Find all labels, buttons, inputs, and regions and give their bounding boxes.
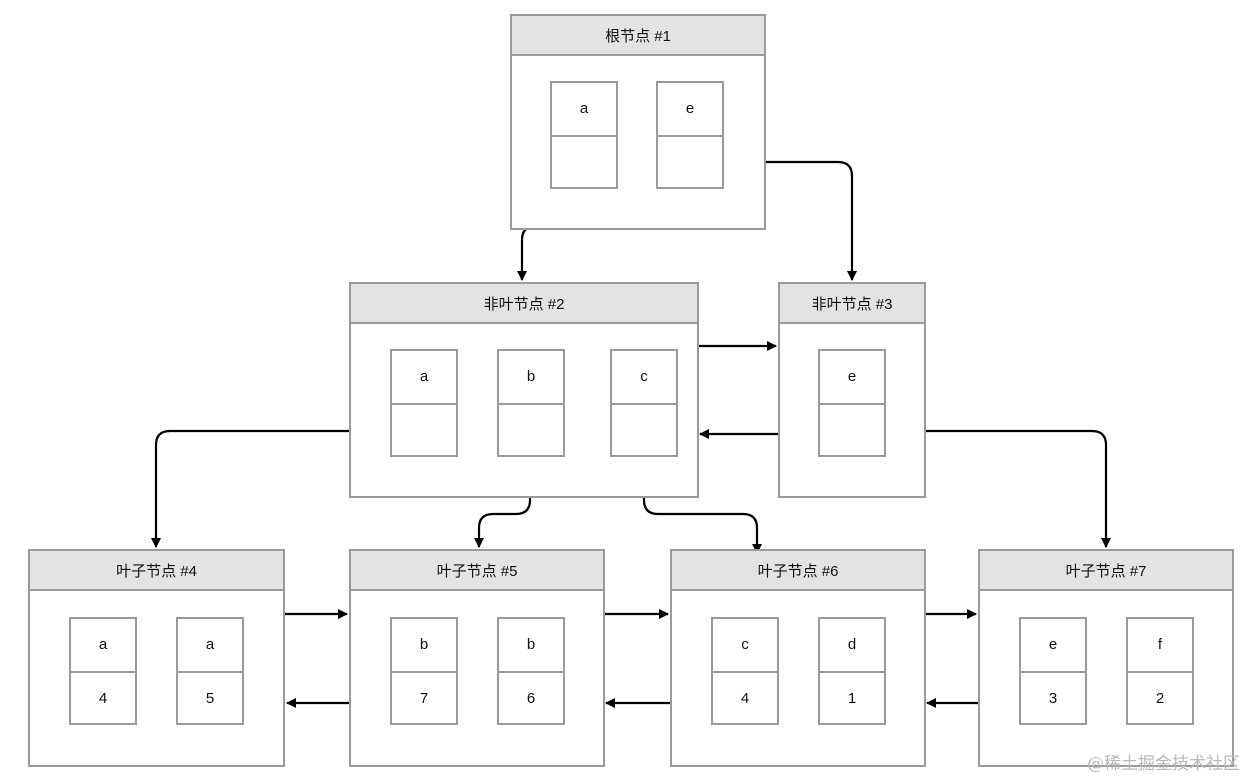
leaf-record: d 1: [818, 617, 886, 725]
record-key: c: [741, 635, 749, 653]
entry-divider: [658, 135, 722, 137]
record-value: 7: [419, 689, 429, 707]
leaf-record: b 7: [390, 617, 458, 725]
node-title: 非叶节点 #3: [780, 284, 924, 324]
arrow-n2-b-to-n5: [474, 431, 532, 548]
record-key: d: [847, 635, 857, 653]
record-value: 4: [98, 689, 108, 707]
arrow-n2-a-to-n4: [151, 429, 424, 548]
record-divider: [1021, 671, 1085, 673]
record-divider: [178, 671, 242, 673]
node-title: 叶子节点 #7: [980, 551, 1232, 591]
leaf-node-4: 叶子节点 #4: [28, 549, 285, 767]
entry-divider: [612, 403, 676, 405]
record-divider: [1128, 671, 1192, 673]
record-divider: [820, 671, 884, 673]
entry-key: c: [640, 367, 648, 385]
record-key: f: [1157, 635, 1163, 653]
entry-key: a: [579, 99, 589, 117]
record-divider: [392, 671, 456, 673]
record-value: 3: [1048, 689, 1058, 707]
index-entry: e: [656, 81, 724, 189]
record-key: b: [419, 635, 429, 653]
record-key: a: [205, 635, 215, 653]
record-key: b: [526, 635, 536, 653]
leaf-record: c 4: [711, 617, 779, 725]
entry-key: b: [526, 367, 536, 385]
leaf-node-7: 叶子节点 #7: [978, 549, 1234, 767]
entry-divider: [499, 403, 563, 405]
record-key: a: [98, 635, 108, 653]
record-divider: [499, 671, 563, 673]
root-node-1: 根节点 #1: [510, 14, 766, 230]
leaf-record: a 5: [176, 617, 244, 725]
entry-key: e: [685, 99, 695, 117]
leaf-record: f 2: [1126, 617, 1194, 725]
index-entry: b: [497, 349, 565, 457]
index-entry: c: [610, 349, 678, 457]
index-entry: a: [550, 81, 618, 189]
leaf-node-5: 叶子节点 #5: [349, 549, 605, 767]
node-title: 叶子节点 #6: [672, 551, 924, 591]
arrow-n2-c-to-n6: [642, 431, 762, 554]
record-divider: [713, 671, 777, 673]
entry-divider: [392, 403, 456, 405]
entry-key: e: [847, 367, 857, 385]
index-entry: e: [818, 349, 886, 457]
record-value: 5: [205, 689, 215, 707]
leaf-record: e 3: [1019, 617, 1087, 725]
arrow-n1-e-to-n3: [690, 160, 857, 281]
leaf-record: b 6: [497, 617, 565, 725]
record-value: 2: [1155, 689, 1165, 707]
record-key: e: [1048, 635, 1058, 653]
node-title: 非叶节点 #2: [351, 284, 697, 324]
entry-key: a: [419, 367, 429, 385]
node-title: 叶子节点 #4: [30, 551, 283, 591]
watermark: @稀土掘金技术社区: [1087, 754, 1240, 774]
internal-node-3: 非叶节点 #3: [778, 282, 926, 498]
node-title: 叶子节点 #5: [351, 551, 603, 591]
entry-divider: [552, 135, 616, 137]
index-entry: a: [390, 349, 458, 457]
entry-divider: [820, 403, 884, 405]
record-value: 6: [526, 689, 536, 707]
record-value: 1: [847, 689, 857, 707]
leaf-record: a 4: [69, 617, 137, 725]
record-divider: [71, 671, 135, 673]
record-value: 4: [740, 689, 750, 707]
leaf-node-6: 叶子节点 #6: [670, 549, 926, 767]
node-title: 根节点 #1: [512, 16, 764, 56]
arrow-n3-e-to-n7: [852, 429, 1111, 548]
